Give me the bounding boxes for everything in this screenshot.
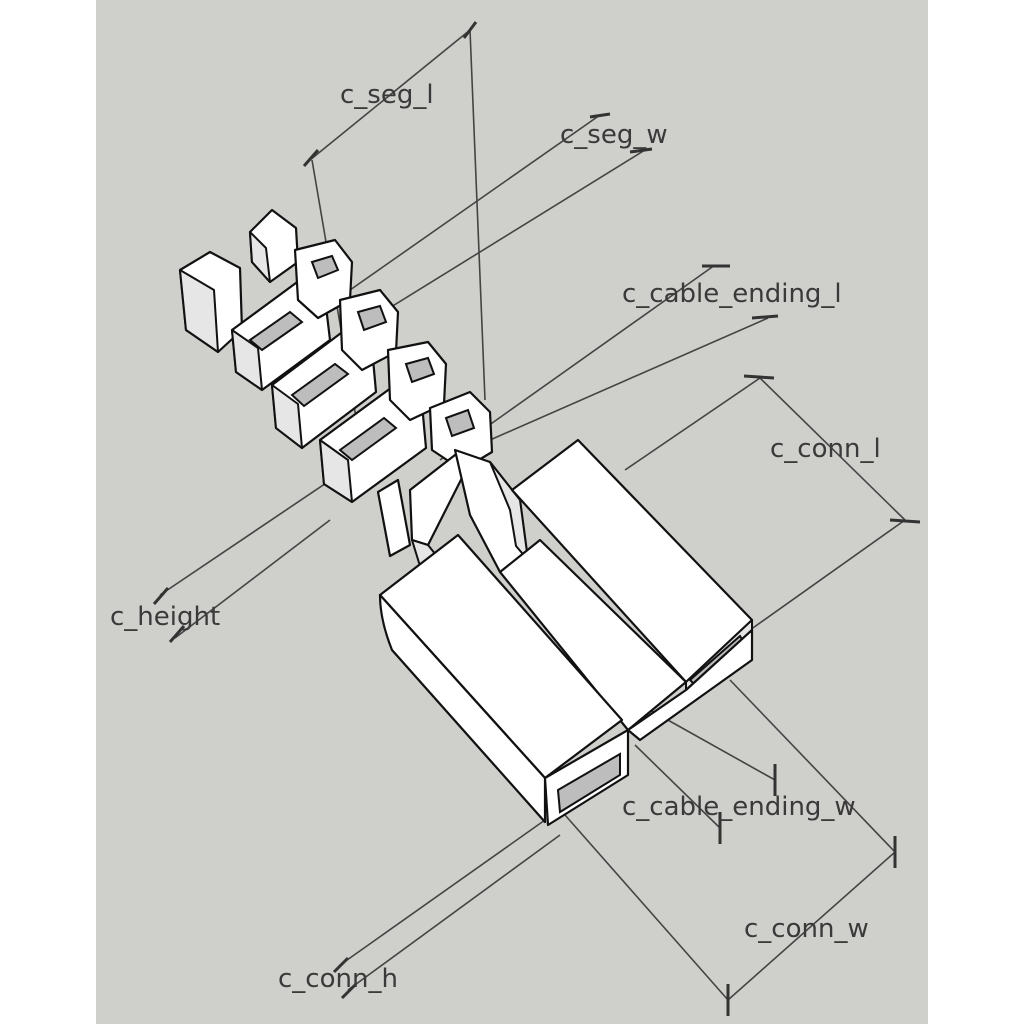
dim-conn-l-line [759, 377, 906, 521]
dimension-lines [152, 21, 921, 1016]
dim-conn-h-line-b [347, 834, 561, 991]
dim-seg-w-line-a [349, 114, 601, 291]
dim-conn-w-ext-b [564, 814, 729, 1001]
dim-conn-h-line-a [339, 819, 546, 966]
label-seg-w: c_seg_w [560, 120, 668, 150]
label-conn-l: c_conn_l [770, 434, 881, 464]
dim-seg-l-line [309, 29, 471, 161]
model-viewport[interactable]: c_seg_l c_seg_w c_cable_ending_l c_conn_… [96, 0, 928, 1024]
dim-cable-ending-w-line-a [649, 709, 776, 781]
dim-cable-ending-w-line-b [634, 744, 721, 829]
cable-chain-model [152, 21, 921, 1016]
label-cable-ending-w: c_cable_ending_w [622, 792, 856, 822]
dim-seg-w-line-b [369, 149, 646, 321]
dim-conn-w-line [727, 851, 896, 1001]
label-conn-h: c_conn_h [278, 964, 398, 994]
dim-conn-l-ext-b [749, 519, 906, 631]
label-height: c_height [110, 602, 221, 632]
dim-height-line-b [174, 519, 331, 639]
chain-segments [178, 208, 494, 504]
dim-seg-l-ext-b [469, 29, 486, 401]
dim-conn-l-ext-a [624, 377, 761, 471]
label-seg-l: c_seg_l [340, 80, 434, 110]
connector [378, 438, 754, 827]
dim-conn-w-ext [729, 679, 896, 853]
label-conn-w: c_conn_w [744, 914, 869, 944]
dim-cable-ending-l-line-b [489, 317, 769, 441]
label-cable-ending-l: c_cable_ending_l [622, 279, 842, 309]
